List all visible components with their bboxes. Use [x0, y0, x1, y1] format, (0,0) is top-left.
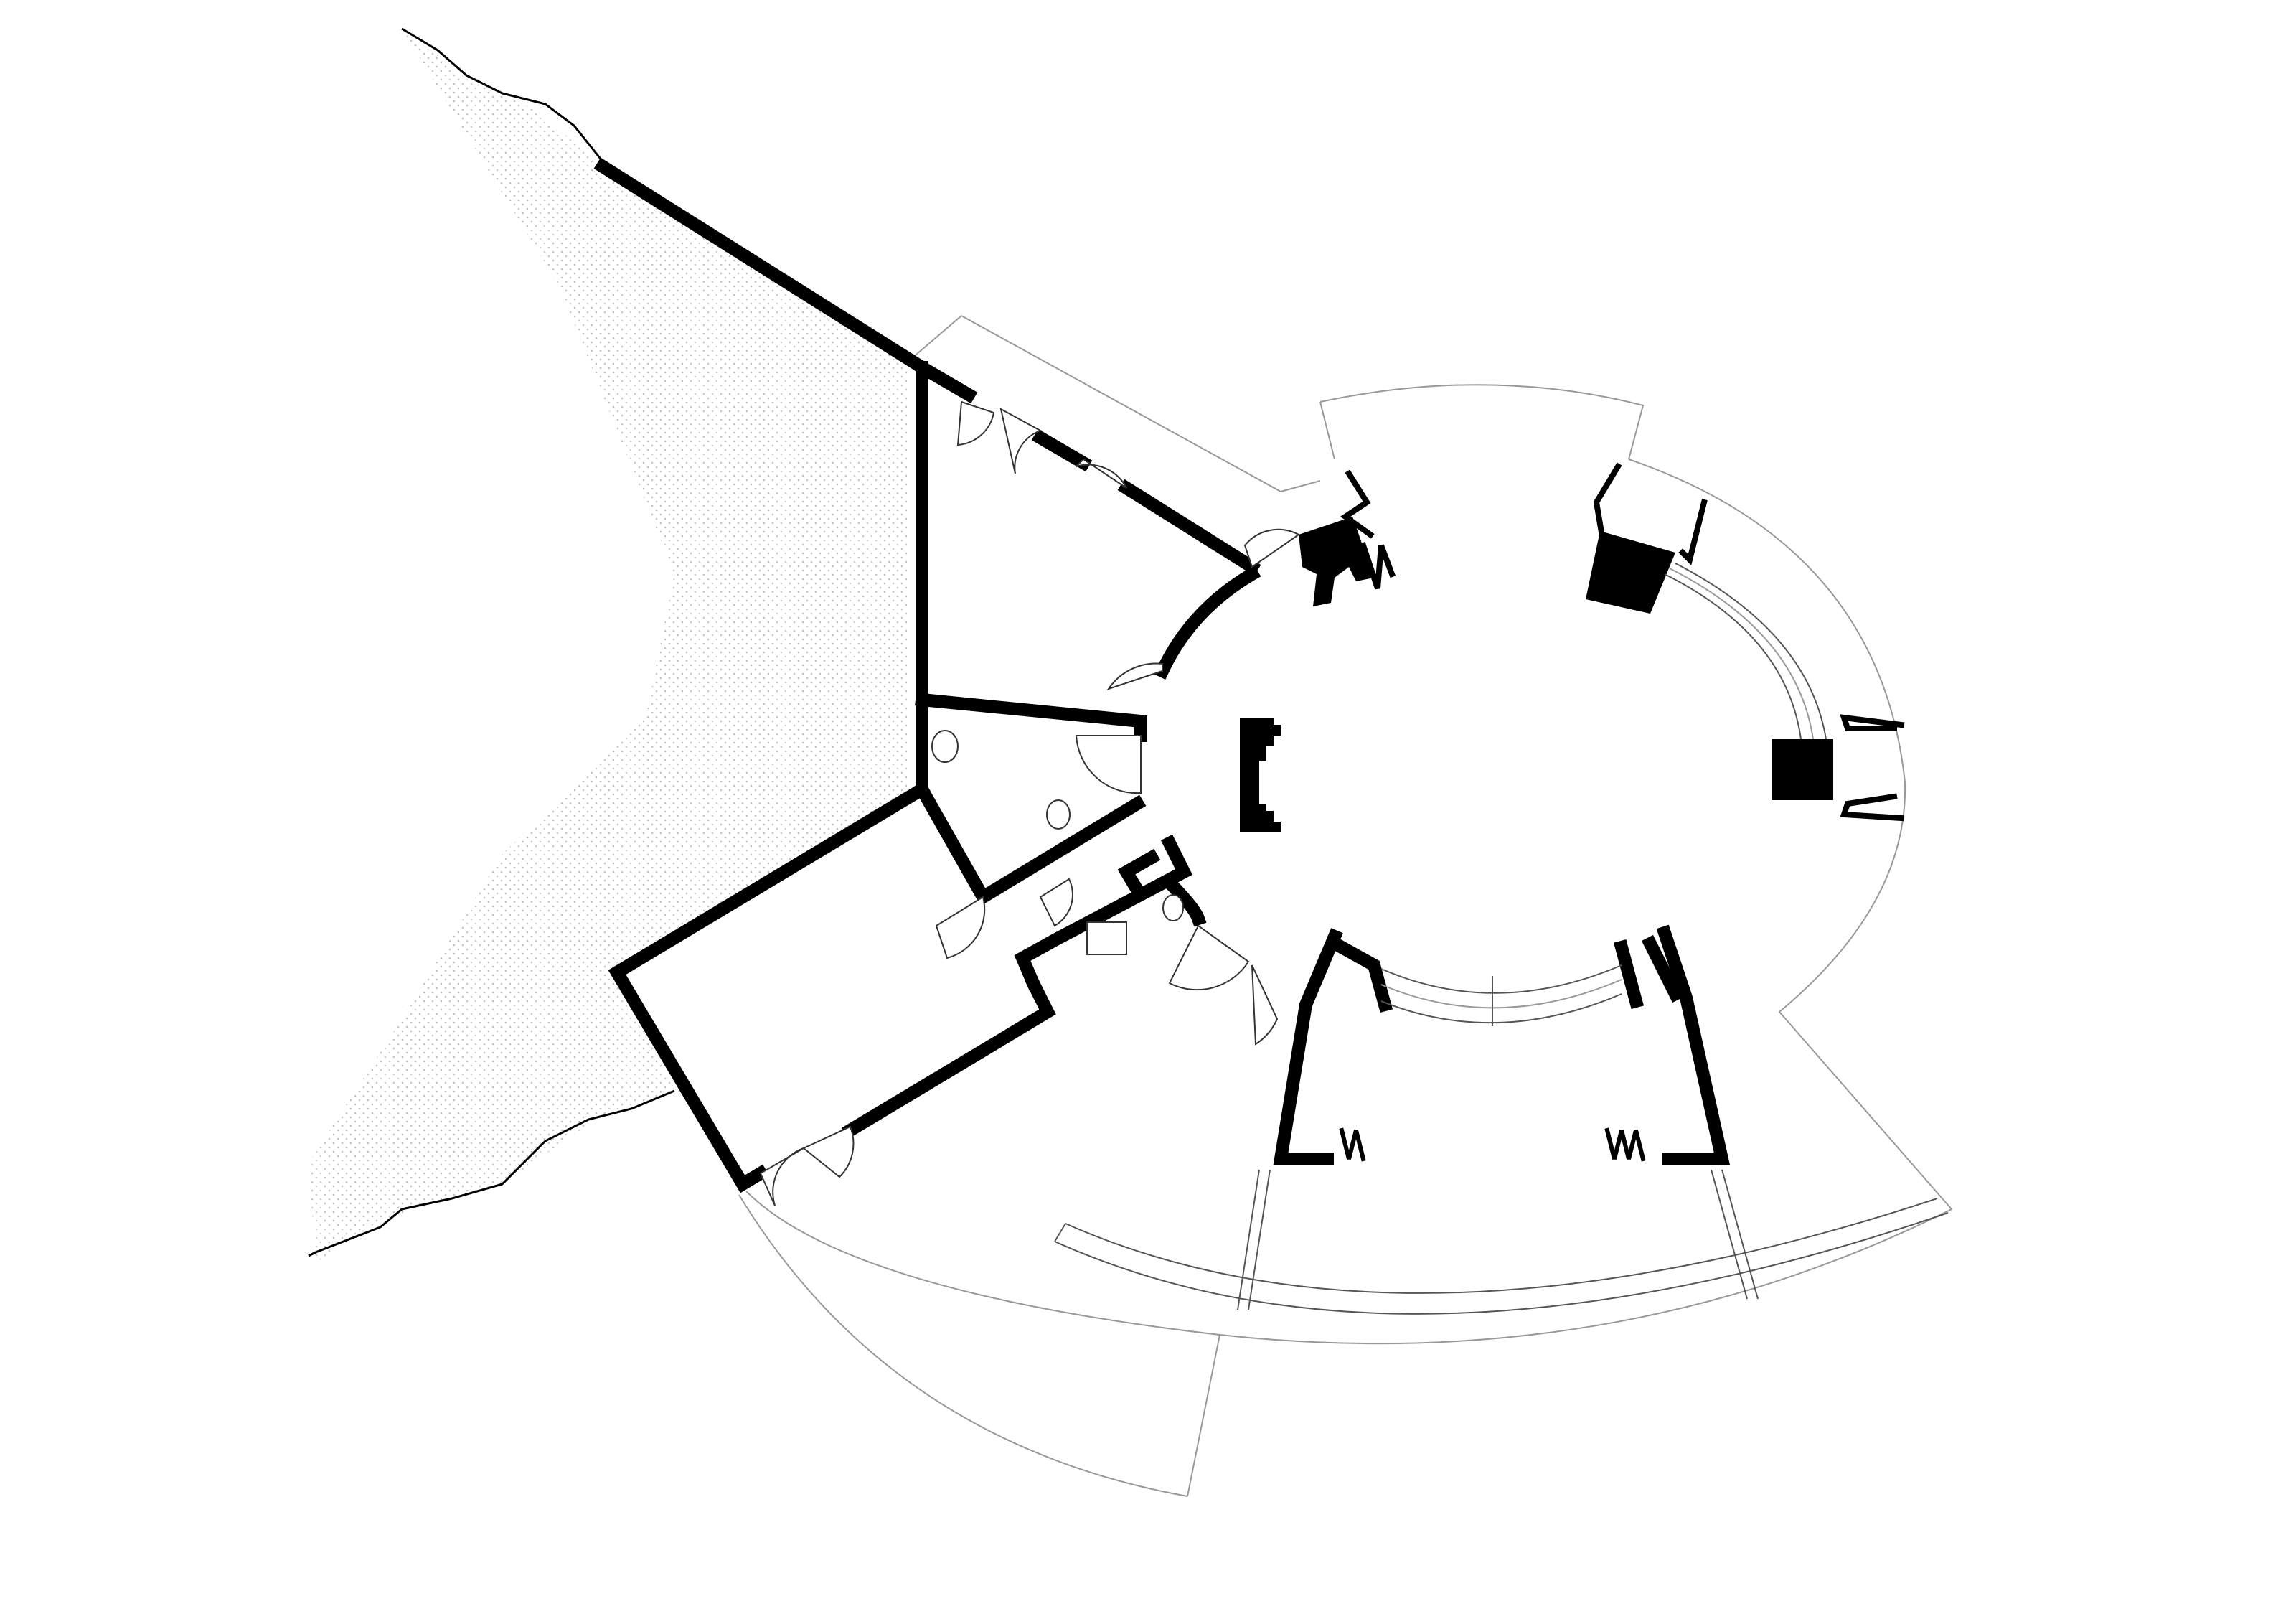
door-swing-lower-left — [759, 1147, 804, 1206]
wall-south-pavilion-nw — [1332, 938, 1393, 1013]
central-pier — [1240, 718, 1281, 832]
south-outer-arc — [745, 1191, 1952, 1345]
door-swing-upper-right — [999, 408, 1043, 474]
folding-screen-east-top — [1840, 714, 1905, 731]
deck-beam-arc-inner — [1065, 1198, 1938, 1294]
folding-screen-east-bottom — [1840, 793, 1905, 822]
folding-screen-north-2 — [1359, 541, 1396, 590]
south-glazing-east-2 — [1711, 1169, 1748, 1300]
deck-beam-end — [1054, 1223, 1066, 1242]
glazing-strip-east-mid — [1669, 568, 1814, 740]
wall-upper-room-north — [913, 358, 978, 404]
door-swing-hall-north — [1243, 528, 1300, 568]
door-swing-hall-south — [1168, 924, 1250, 991]
terrain-edge-upper — [401, 27, 604, 162]
wall-south-pavilion-ne — [1613, 939, 1645, 1010]
upper-terrace-outline — [961, 315, 1321, 493]
wall-mid-partition — [915, 693, 1147, 742]
upper-terrace-edge — [911, 315, 962, 360]
wall-south-pavilion-east — [1656, 924, 1731, 1165]
door-swing-hall-west-2 — [1075, 735, 1142, 794]
glazing-strip-south-outer — [1380, 993, 1622, 1024]
glazing-strip-east-outer — [1675, 563, 1827, 740]
east-outline-arc — [1628, 459, 1906, 1013]
south-glazing-east — [1721, 1169, 1759, 1300]
door-swing-hall-south-2 — [1251, 964, 1279, 1046]
column-north-east — [1586, 531, 1675, 614]
south-east-outline — [1779, 1011, 1952, 1210]
column-east — [1772, 739, 1833, 800]
wall-upper-room-diagonal-2 — [1117, 479, 1261, 576]
glazing-strip-east-inner — [1664, 573, 1802, 740]
south-glazing-west — [1237, 1169, 1260, 1310]
door-swing-lower-right — [802, 1125, 855, 1178]
sliding-panel-west — [1339, 1127, 1366, 1162]
wall-bath-partition — [913, 780, 1147, 906]
door-swing-upper-2 — [1076, 458, 1127, 489]
south-outline-arc-lower — [738, 1194, 1188, 1497]
wall-lower-service — [1014, 834, 1192, 992]
wall-hall-curve-north — [1154, 565, 1261, 680]
wall-north-diagonal — [593, 157, 931, 377]
door-swing-bath-2 — [1039, 878, 1073, 927]
roof-top-left-edge — [1319, 401, 1335, 460]
door-swing-bath — [935, 896, 986, 959]
terrain-edge-lower — [308, 1089, 675, 1257]
folding-screen-north — [1340, 469, 1375, 539]
glazing-strip-south-inner — [1380, 964, 1622, 994]
roof-top-outline — [1319, 384, 1645, 460]
basin-fixture — [1162, 894, 1184, 921]
south-outline-cut — [1187, 1334, 1220, 1497]
wall-hall-curve-south — [1160, 873, 1207, 927]
wall-south-pavilion-ne-2 — [1641, 934, 1685, 1003]
south-glazing-west-2 — [1248, 1169, 1271, 1310]
door-swing-upper-left — [956, 400, 995, 446]
wall-service-block — [1117, 848, 1161, 899]
glazing-strip-south-mid — [1380, 979, 1622, 1009]
door-swing-hall-west — [1106, 662, 1163, 690]
terrain-hatch-area — [309, 29, 908, 1263]
shower-fixture — [1086, 921, 1127, 955]
folding-screen-ne-left — [1593, 462, 1622, 549]
sink-fixture — [1046, 799, 1071, 830]
column-north — [1299, 517, 1374, 606]
wall-upper-room-diagonal — [1031, 428, 1093, 472]
folding-screen-ne-right — [1678, 499, 1708, 565]
toilet-fixture — [931, 730, 959, 763]
wall-south-pavilion-west — [1273, 928, 1343, 1165]
deck-beam-arc — [1054, 1212, 1949, 1315]
wall-lower-room — [608, 780, 931, 1193]
wall-lower-room-east — [841, 974, 1056, 1140]
sliding-panel-east — [1604, 1127, 1646, 1162]
